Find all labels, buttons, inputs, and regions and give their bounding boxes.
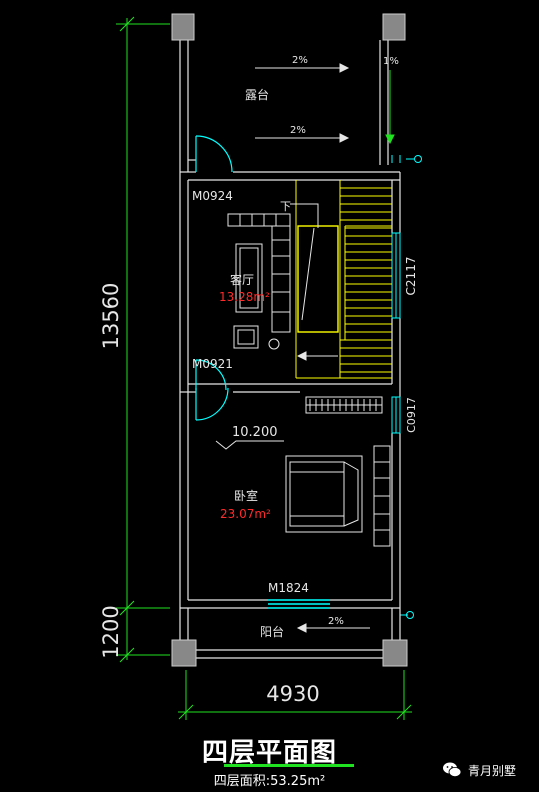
- slope-arrows: [255, 63, 350, 143]
- living-area: 13.28m²: [219, 290, 270, 304]
- balcony-slope-arrow: [296, 623, 370, 633]
- door-label-m0921: M0921: [192, 357, 233, 371]
- stair-down-label: 下: [280, 200, 291, 213]
- floor-area: 四层面积:53.25m²: [213, 774, 326, 789]
- terrace-outline: [179, 40, 389, 172]
- coffee-table-icon: [235, 243, 263, 313]
- bed-icon: [285, 455, 363, 533]
- sofa-icon: [227, 213, 291, 333]
- height-dimension-main: 13560: [99, 283, 123, 350]
- drain-icon: [391, 155, 422, 619]
- window-label-c2117: C2117: [404, 257, 418, 296]
- drawing-title: 四层平面图: [201, 738, 337, 768]
- building-walls: [179, 171, 401, 609]
- nightstand-icon: [373, 445, 391, 547]
- column-top-right: [382, 13, 406, 41]
- door-label-m1824: M1824: [268, 581, 309, 595]
- height-dimension-balcony: 1200: [99, 605, 123, 658]
- wardrobe-hangers: [309, 399, 377, 411]
- gutter-arrow: [385, 70, 395, 145]
- window-label-c0917: C0917: [405, 397, 418, 433]
- window-c0917-symbol: [391, 396, 401, 434]
- bedroom-area: 23.07m²: [220, 507, 271, 521]
- column-bottom-right: [382, 639, 408, 667]
- door-m1824-symbol: [268, 599, 330, 609]
- column-bottom-left: [171, 639, 197, 667]
- room-label-living: 客厅: [230, 272, 254, 287]
- door-label-m0924: M0924: [192, 189, 233, 203]
- room-label-balcony: 阳台: [260, 624, 284, 639]
- vertical-dimension: [116, 16, 170, 663]
- elevation-label: 10.200: [232, 425, 278, 440]
- title-block: 四层平面图 四层面积:53.25m²: [0, 728, 539, 792]
- balcony-outline: [179, 608, 401, 659]
- door-m0924-symbol: [195, 135, 233, 173]
- watermark-text: 青月别墅: [468, 763, 517, 778]
- title-underline: [224, 764, 354, 767]
- width-dimension: 4930: [266, 682, 319, 706]
- window-c2117-symbol: [391, 232, 401, 319]
- watermark: 青月别墅: [442, 760, 516, 780]
- wardrobe-icon: [305, 396, 383, 414]
- slope-label-upper: 2%: [292, 55, 308, 66]
- room-label-bedroom: 卧室: [234, 488, 258, 503]
- stair-treads: [340, 187, 392, 373]
- stair-direction-arrow: [290, 203, 338, 361]
- horizontal-dimension: [178, 670, 412, 720]
- door-m0921-symbol: [195, 359, 229, 421]
- slope-label-lower: 2%: [290, 125, 306, 136]
- column-top-left: [171, 13, 195, 41]
- slope-label-right: 1%: [383, 56, 399, 67]
- room-label-terrace: 露台: [245, 87, 269, 102]
- slope-label-balcony: 2%: [328, 616, 344, 627]
- armchair-icon: [233, 325, 280, 350]
- wechat-icon: [443, 762, 462, 777]
- elevation-marker: [215, 440, 284, 450]
